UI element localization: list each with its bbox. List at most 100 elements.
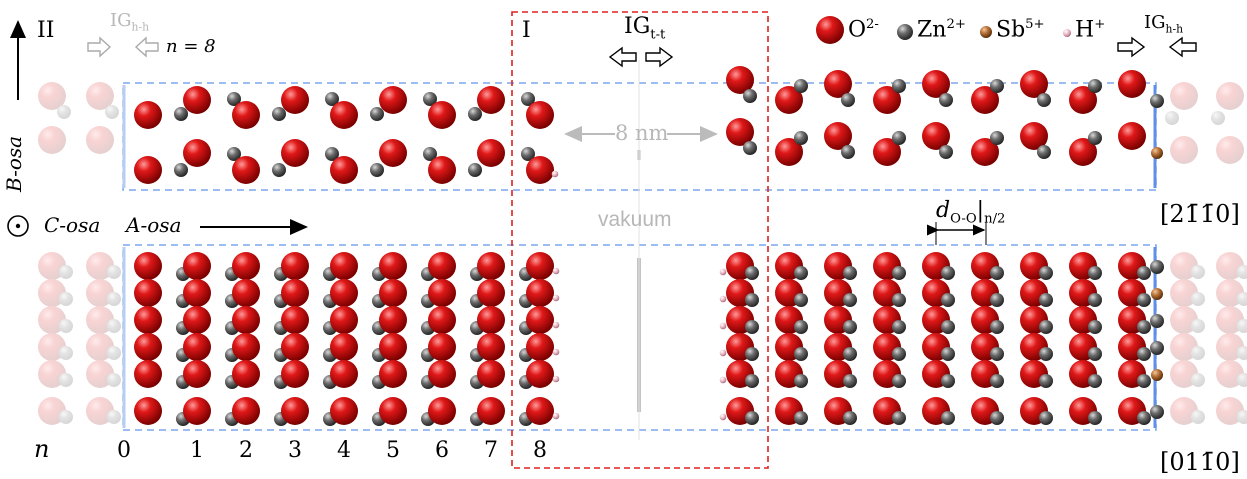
zinc-atom [794,131,808,145]
oxygen-atom [379,360,407,388]
zinc-atom [745,374,759,388]
hydrogen-atom [720,296,727,303]
oxygen-atom [232,360,260,388]
zinc-atom [990,79,1004,93]
zinc-atom [794,320,808,334]
zinc-atom [941,411,955,425]
zinc-atom [1039,293,1053,307]
hydrogen-atom [553,349,560,356]
zinc-atom [1137,266,1151,280]
zinc-atom [174,107,188,121]
zinc-atom [107,265,121,279]
ig-tt-arrows [610,48,672,66]
legend-antimony-icon [980,26,992,38]
legend-oxygen-icon [816,16,844,44]
zinc-atom [1088,266,1102,280]
zinc-atom [743,89,757,103]
oxygen-atom [526,333,554,361]
oxygen-atom [428,156,456,184]
hydrogen-atom [720,414,727,421]
oxygen-atom [134,360,162,388]
vacuum-label: vakuum [598,209,672,230]
panel-label-I: I [522,20,531,42]
oxygen-atom [379,279,407,307]
zinc-atom [59,346,73,360]
zinc-atom [990,131,1004,145]
direction-bottom-label: [011̄0] [1160,450,1240,474]
oxygen-atom [183,397,211,425]
zinc-atom [1039,411,1053,425]
oxygen-atom [183,279,211,307]
zinc-atom [941,374,955,388]
zinc-atom [105,105,119,119]
oxygen-atom [428,360,456,388]
zinc-atom [745,320,759,334]
zinc-atom [745,293,759,307]
zinc-atom [1137,347,1151,361]
zinc-atom [841,145,855,159]
oxygen-atom [232,101,260,129]
zinc-atom [841,93,855,107]
zinc-atom [892,266,906,280]
oxygen-atom [183,139,211,167]
zinc-atom [1211,111,1225,125]
zinc-atom [745,347,759,361]
gap-8nm-label: 8 nm [615,123,668,144]
zinc-atom [1150,405,1164,419]
zinc-atom [892,411,906,425]
zinc-atom [1137,320,1151,334]
legend-antimony-label: Sb5+ [996,18,1045,41]
zinc-atom [59,410,73,424]
hollow-arrow-right-icon [1118,38,1144,56]
oxygen-atom [477,279,505,307]
zinc-atom [939,93,953,107]
hydrogen-atom [553,295,560,302]
antimony-atom [1151,288,1163,300]
oxygen-atom [1118,122,1146,150]
oxygen-atom [477,139,505,167]
hydrogen-atom [553,268,560,275]
zinc-atom [370,107,384,121]
oxygen-atom [1170,136,1198,164]
hydrogen-atom [720,377,727,384]
layer-number-8: 8 [533,440,547,462]
zinc-atom [990,347,1004,361]
oxygen-atom [183,86,211,114]
oxygen-atom [232,156,260,184]
oxygen-atom [281,86,309,114]
zinc-atom [59,373,73,387]
n-symbol: n [34,437,49,461]
oxygen-atom [281,306,309,334]
zinc-atom [107,373,121,387]
oxygen-atom [232,397,260,425]
legend-zinc-label: Zn2+ [917,18,966,41]
zinc-atom [1137,411,1151,425]
oxygen-atom [330,397,358,425]
zinc-atom [1191,319,1205,333]
oxygen-atom [330,156,358,184]
oxygen-atom [281,333,309,361]
layer-number-2: 2 [239,440,253,462]
oxygen-atom [526,101,554,129]
zinc-atom [941,266,955,280]
zinc-atom [1191,346,1205,360]
zinc-atom [1037,93,1051,107]
zinc-atom [272,163,286,177]
panel-label-II: II [37,20,54,42]
oxygen-atom [330,279,358,307]
oxygen-atom [526,397,554,425]
zinc-atom [990,266,1004,280]
zinc-atom [843,293,857,307]
zinc-atom [1039,374,1053,388]
zinc-atom [843,411,857,425]
oxygen-atom [134,306,162,334]
oxygen-atom [379,333,407,361]
zinc-atom [892,131,906,145]
zinc-atom [843,320,857,334]
oxygen-atom [86,126,114,154]
layer-number-5: 5 [386,440,400,462]
zinc-atom [1150,260,1164,274]
oxygen-atom [1170,82,1198,110]
zinc-atom [892,320,906,334]
oxygen-atom [1216,136,1244,164]
